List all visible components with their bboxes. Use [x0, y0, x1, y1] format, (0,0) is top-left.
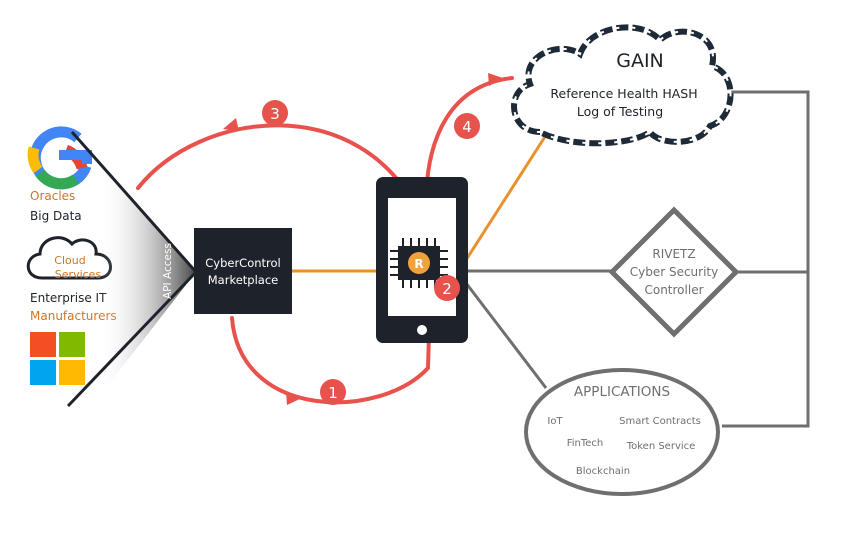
applications-title: APPLICATIONS: [574, 384, 670, 400]
app-item-smart-contracts: Smart Contracts: [619, 416, 701, 427]
chip-letter: R: [414, 257, 423, 271]
app-item-token-service: Token Service: [626, 441, 696, 452]
gain-line1: Reference Health HASH: [550, 86, 697, 101]
flow-path-1: [230, 298, 432, 405]
svg-text:1: 1: [328, 384, 338, 402]
api-access-funnel: [98, 162, 196, 398]
rivetz-line1: RIVETZ: [652, 247, 695, 261]
chip-icon: [390, 238, 448, 288]
step-badge-4: 4: [454, 113, 480, 139]
arrowhead-flow-4: [488, 73, 503, 86]
gray-connectors: [464, 90, 810, 428]
step-badge-2: 2: [434, 275, 460, 301]
app-item-blockchain: Blockchain: [576, 466, 630, 477]
label-enterprise-it: Enterprise IT: [30, 291, 107, 305]
connector-gain-to-bus: [716, 90, 810, 428]
connector-phone-to-gain: [464, 131, 550, 261]
svg-text:2: 2: [442, 280, 452, 298]
orange-connectors: [292, 131, 550, 273]
windows-logo: [30, 332, 85, 385]
label-cloud-line1: Cloud: [54, 254, 85, 267]
gain-title: GAIN: [616, 50, 664, 72]
svg-text:4: 4: [462, 118, 472, 136]
gain-chain-cloud[interactable]: [511, 24, 734, 147]
marketplace-line1: CyberControl: [205, 256, 281, 270]
label-big-data: Big Data: [30, 209, 82, 223]
applications-ellipse[interactable]: [524, 368, 720, 496]
step-badge-3: 3: [262, 100, 288, 126]
gain-line2: Log of Testing: [577, 104, 663, 119]
flow-path-3: [136, 123, 422, 217]
rivetz-diamond[interactable]: [608, 206, 740, 338]
google-logo: [27, 126, 92, 190]
label-api-access: API Access: [162, 243, 174, 299]
api-funnel-edge-bottom: [66, 270, 198, 408]
phone-home-button: [417, 325, 427, 335]
rivetz-line2: Cyber Security: [630, 265, 719, 279]
marketplace-line2: Marketplace: [208, 273, 278, 287]
connector-phone-to-apps: [464, 282, 548, 389]
arrowhead-flow-3: [223, 118, 239, 131]
rivetz-line3: Controller: [644, 283, 703, 297]
flow-arrowheads: [223, 73, 503, 405]
label-manufacturers: Manufacturers: [30, 309, 117, 323]
step-badge-1: 1: [320, 379, 346, 405]
app-item-fintech: FinTech: [567, 438, 604, 449]
label-oracles: Oracles: [30, 189, 75, 203]
marketplace-box[interactable]: [194, 228, 292, 314]
arrowhead-flow-1: [286, 392, 302, 405]
api-funnel-edge-top: [70, 131, 198, 273]
app-item-iot: IoT: [547, 416, 563, 427]
svg-text:3: 3: [270, 105, 280, 123]
label-cloud-line2: Services: [55, 268, 102, 281]
